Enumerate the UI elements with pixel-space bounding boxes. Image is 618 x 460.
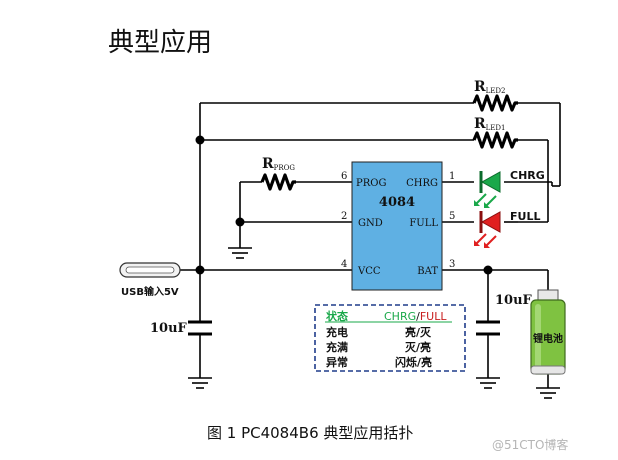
battery-label: 锂电池 — [533, 332, 563, 345]
ic-name: 4084 — [379, 195, 415, 210]
ic-body — [351, 161, 443, 291]
ground-icon — [228, 247, 252, 259]
ground-symbols — [188, 247, 560, 399]
led-full-emission-arrows — [474, 233, 497, 248]
usb-label: USB输入5V — [121, 285, 179, 298]
junction-dots — [195, 135, 493, 275]
led-chrg-emission-arrows — [474, 193, 497, 208]
capacitor-right — [476, 320, 500, 336]
wires — [180, 102, 561, 388]
status-row-value: 亮/灭 — [405, 325, 432, 339]
capacitor-right-label: 10uF — [495, 293, 533, 308]
status-row-value: 闪烁/亮 — [395, 355, 432, 369]
rled1-label: RLED1 — [474, 116, 505, 132]
led-full-label: FULL — [510, 210, 540, 223]
figure-caption: 图 1 PC4084B6 典型应用括扑 — [207, 424, 414, 442]
pin-label-prog: PROG — [356, 178, 386, 189]
status-table-border — [314, 304, 466, 372]
ground-icon — [188, 377, 212, 389]
rled2-label: RLED2 — [474, 79, 505, 95]
status-row-state: 充电 — [326, 325, 348, 339]
status-table-header-led: CHRG/FULL — [384, 310, 447, 323]
usb-connector-icon — [119, 262, 181, 278]
pin-num-1: 1 — [449, 171, 455, 182]
page-title: 典型应用 — [108, 28, 213, 58]
resistor-rprog — [260, 173, 296, 191]
ground-icon — [536, 387, 560, 399]
led-chrg-label: CHRG — [510, 169, 545, 182]
led-chrg — [474, 171, 501, 208]
pin-label-chrg: CHRG — [406, 178, 438, 189]
resistor-rled2 — [472, 94, 518, 112]
watermark: @51CTO博客 — [492, 438, 569, 452]
battery-icon — [530, 289, 566, 375]
capacitor-left-label: 10uF — [150, 321, 188, 336]
status-row-state: 充满 — [326, 340, 348, 354]
pin-num-6: 6 — [341, 171, 347, 182]
pin-num-2: 2 — [341, 211, 347, 222]
rprog-label: RPROG — [262, 156, 295, 172]
status-table-header-state: 状态 — [326, 309, 348, 323]
pin-label-bat: BAT — [417, 266, 438, 277]
resistor-rled1 — [472, 131, 518, 149]
pin-num-4: 4 — [341, 259, 347, 270]
pin-num-5: 5 — [449, 211, 455, 222]
pin-label-full: FULL — [409, 218, 438, 229]
status-row-value: 灭/亮 — [404, 340, 431, 354]
pin-label-gnd: GND — [358, 218, 383, 229]
pin-label-vcc: VCC — [357, 266, 381, 277]
led-full — [474, 211, 501, 248]
ground-icon — [476, 377, 500, 389]
pin-num-3: 3 — [449, 259, 455, 270]
status-row-state: 异常 — [326, 355, 348, 369]
capacitor-left — [188, 320, 212, 336]
resistors — [260, 94, 518, 191]
